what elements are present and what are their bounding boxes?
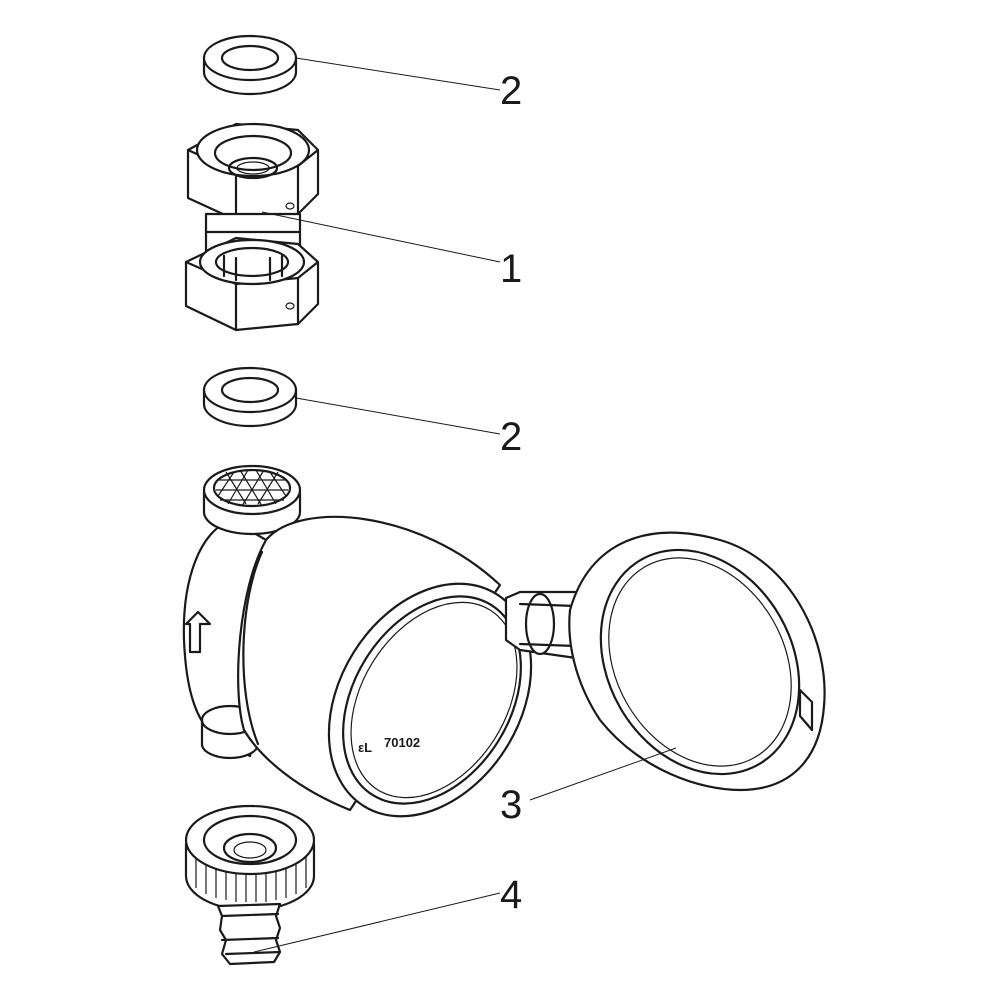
- callout-washer-top: 2: [500, 69, 522, 113]
- strainer-mesh: [216, 469, 288, 507]
- lid-hinge: [504, 590, 592, 660]
- washer-top: [202, 34, 298, 96]
- marking-code: 70102: [384, 735, 420, 750]
- leader-hose-connector: [253, 892, 501, 953]
- marking-symbol: εL: [358, 740, 372, 755]
- callout-hose-connector: 4: [500, 873, 522, 917]
- leader-filter-housing: [529, 747, 677, 801]
- leader-washer-top: [295, 57, 501, 91]
- filter-housing: εL 70102: [182, 464, 826, 818]
- callout-labels: 2 1 2 3 4: [500, 69, 522, 917]
- callout-washer-bottom: 2: [500, 415, 522, 459]
- leader-union-fitting: [261, 211, 501, 263]
- callout-filter-housing: 3: [500, 783, 522, 827]
- union-fitting: [184, 122, 320, 332]
- washer-bottom: [202, 366, 298, 428]
- leader-washer-bottom: [295, 397, 501, 435]
- leader-lines: [253, 57, 677, 953]
- callout-union-fitting: 1: [500, 247, 522, 291]
- housing-marking: εL 70102: [358, 735, 420, 755]
- hose-connector: [184, 804, 316, 966]
